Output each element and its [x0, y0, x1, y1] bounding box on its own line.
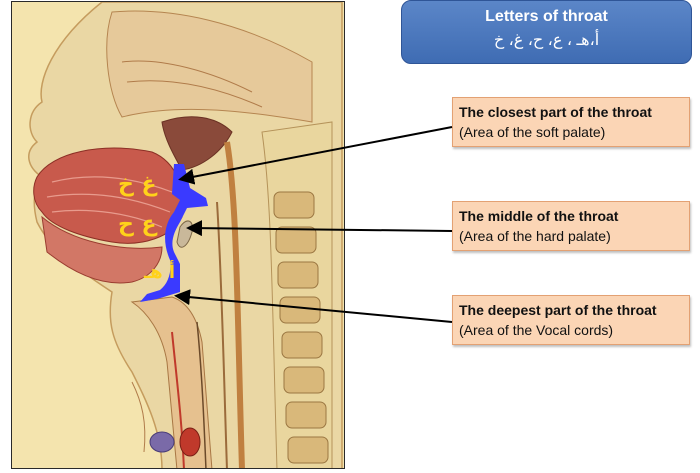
label-deepest-sub: (Area of the Vocal cords) [459, 322, 614, 338]
label-deepest-main: The deepest part of the throat [459, 302, 657, 318]
closest-throat-letters: غ خ [118, 172, 157, 197]
title-box: Letters of throat أ،هـ ، ع، ح، غ، خ [401, 0, 692, 64]
title-text: Letters of throat [485, 8, 608, 25]
deepest-throat-letters: أ هـ [144, 262, 176, 283]
label-deepest-part: The deepest part of the throat (Area of … [452, 295, 690, 345]
label-closest-main: The closest part of the throat [459, 104, 652, 120]
nasal-cavity [106, 10, 313, 123]
label-middle-main: The middle of the throat [459, 208, 619, 224]
label-middle-part: The middle of the throat (Area of the ha… [452, 201, 690, 251]
throat-highlight [140, 164, 208, 302]
label-closest-part: The closest part of the throat (Area of … [452, 97, 690, 147]
label-middle-sub: (Area of the hard palate) [459, 228, 611, 244]
title-letters: أ،هـ ، ع، ح، غ، خ [493, 32, 600, 49]
lower-jaw-muscle [41, 215, 163, 284]
vertebrae [273, 191, 329, 464]
middle-throat-letters: ع ح [118, 212, 157, 237]
label-closest-sub: (Area of the soft palate) [459, 124, 606, 140]
anatomy-figure [11, 1, 345, 469]
head-neck-cross-section [12, 2, 344, 468]
